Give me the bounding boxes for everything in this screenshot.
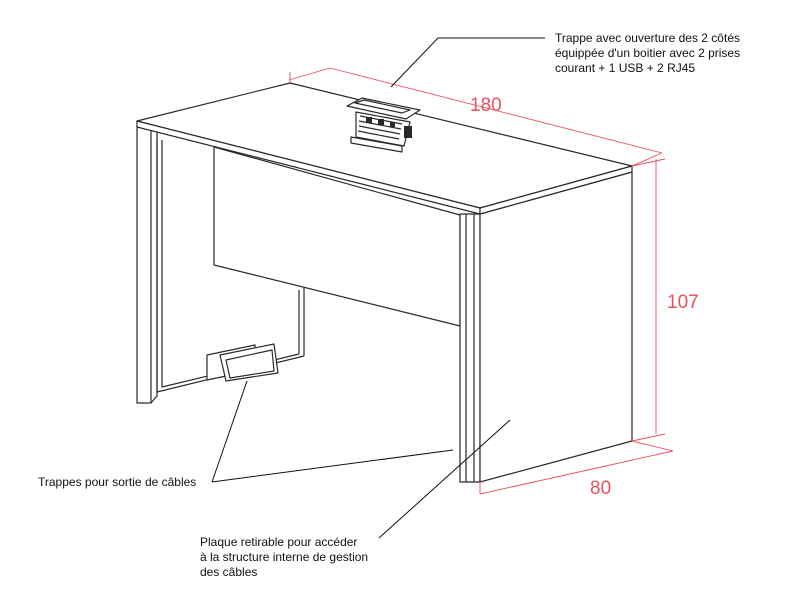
leader-lines [211,37,545,539]
label-trappes-cables: Trappes pour sortie de câbles [38,475,196,489]
label-plaque-line1: Plaque retirable pour accéder [200,535,357,549]
label-trappe-top-line2: équippée d'un boitier avec 2 prises [555,46,740,60]
right-panel-side [479,171,633,483]
dim-depth: 80 [590,478,611,499]
label-plaque: Plaque retirable pour accéder à la struc… [200,535,371,579]
cable-hatch [206,343,279,382]
label-trappe-top-line3: courant + 1 USB + 2 RJ45 [555,61,695,75]
power-box [346,97,421,153]
tabletop-side-edge [479,165,633,215]
label-plaque-line2: à la structure interne de gestion [200,550,368,564]
dim-height: 107 [667,292,699,313]
label-trappe-top: Trappe avec ouverture des 2 côtés équipp… [555,31,743,75]
dimension-lines [288,67,674,495]
right-panel [459,213,481,483]
dim-length: 180 [470,95,502,116]
desk-drawing [136,82,633,483]
label-trappe-top-line1: Trappe avec ouverture des 2 côtés [555,31,740,45]
label-plaque-line3: des câbles [200,565,257,579]
left-panel [136,126,158,404]
